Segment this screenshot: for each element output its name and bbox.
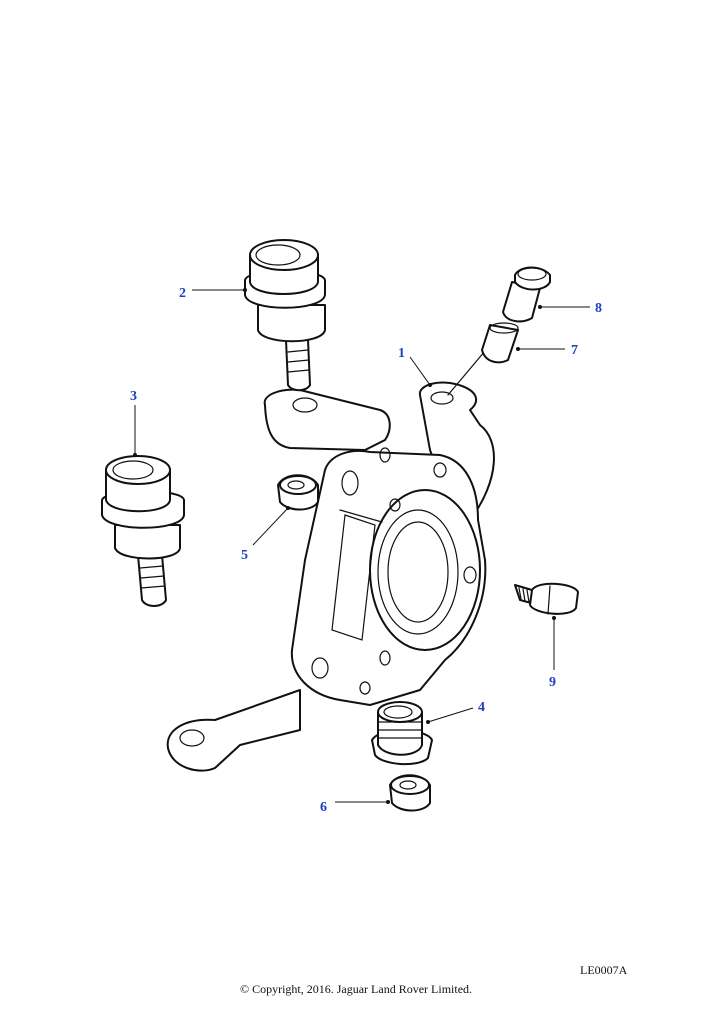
callout-7: 7 (571, 343, 578, 358)
pin-part-7 (447, 322, 519, 396)
stud-part-9 (514, 582, 579, 615)
callout-9: 9 (549, 675, 556, 690)
ball-joint-upper-part-2 (244, 239, 326, 392)
callout-4: 4 (478, 700, 485, 715)
callout-5: 5 (241, 548, 248, 563)
leader-lines (133, 288, 590, 804)
callout-6: 6 (320, 800, 327, 815)
callout-1: 1 (398, 346, 405, 361)
nut-part-6 (389, 774, 431, 812)
callout-2: 2 (179, 286, 186, 301)
ball-joint-lower-part-3 (101, 455, 185, 607)
callout-8: 8 (595, 301, 602, 316)
diagram-reference: LE0007A (580, 963, 628, 977)
bush-part-4 (371, 701, 433, 766)
swivel-housing-part-1 (166, 381, 495, 772)
callout-3: 3 (130, 389, 137, 404)
sleeve-part-8 (502, 266, 551, 323)
nut-part-5 (277, 474, 319, 511)
copyright-notice: © Copyright, 2016. Jaguar Land Rover Lim… (239, 982, 473, 996)
